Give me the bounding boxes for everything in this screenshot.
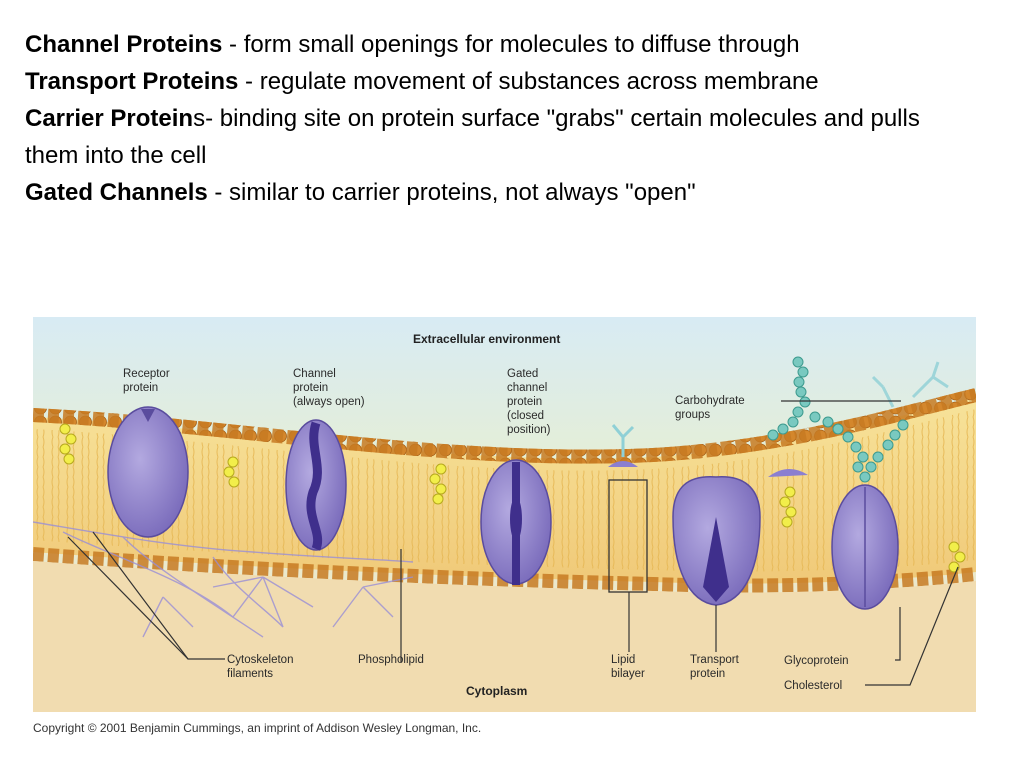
cytoplasm-region xyxy=(33,561,976,712)
label-cholesterol: Cholesterol xyxy=(784,680,842,692)
definition-desc: s- binding site on protein surface "grab… xyxy=(25,105,920,169)
label-gated-4: (closed xyxy=(507,410,544,422)
label-transport-1: Transport xyxy=(690,654,740,666)
label-lipid-bilayer-2: bilayer xyxy=(611,668,645,680)
label-channel-2: protein xyxy=(293,382,328,394)
gated-channel-protein xyxy=(480,459,552,585)
definition-desc: - similar to carrier proteins, not alway… xyxy=(207,179,696,206)
receptor-protein xyxy=(107,406,189,538)
definition-channel-proteins: Channel Proteins - form small openings f… xyxy=(25,26,925,63)
label-transport-2: protein xyxy=(690,668,725,680)
label-receptor-1: Receptor xyxy=(123,368,170,380)
definition-term: Transport Proteins xyxy=(25,68,239,95)
label-cytoskeleton-2: filaments xyxy=(227,668,273,680)
definitions-text: Channel Proteins - form small openings f… xyxy=(25,26,925,211)
definition-desc: - regulate movement of substances across… xyxy=(238,68,819,95)
label-carbohydrate-1: Carbohydrate xyxy=(675,395,745,407)
cell-membrane-diagram: Extracellular environment Cytoplasm Rece… xyxy=(33,317,976,712)
carbohydrate-groups xyxy=(767,356,909,483)
label-lipid-bilayer-1: Lipid xyxy=(611,654,635,666)
peripheral-protein xyxy=(768,468,808,477)
definition-carrier-proteins: Carrier Proteins- binding site on protei… xyxy=(25,100,925,174)
definition-transport-proteins: Transport Proteins - regulate movement o… xyxy=(25,63,925,100)
definition-term: Carrier Protein xyxy=(25,105,194,132)
label-glycoprotein: Glycoprotein xyxy=(784,655,849,667)
glycoprotein xyxy=(831,484,899,610)
definition-term: Channel Proteins xyxy=(25,31,223,58)
label-receptor-2: protein xyxy=(123,382,158,394)
label-channel-1: Channel xyxy=(293,368,336,380)
label-channel-3: (always open) xyxy=(293,396,365,408)
label-cytoplasm: Cytoplasm xyxy=(466,684,527,698)
label-gated-3: protein xyxy=(507,396,542,408)
channel-protein xyxy=(285,419,347,551)
cytoskeleton-filaments xyxy=(33,521,414,638)
cholesterol-molecules xyxy=(59,423,966,573)
definition-gated-channels: Gated Channels - similar to carrier prot… xyxy=(25,174,925,211)
definition-term: Gated Channels xyxy=(25,179,208,206)
leader-lines xyxy=(67,400,959,686)
copyright-notice: Copyright © 2001 Benjamin Cummings, an i… xyxy=(33,721,482,735)
label-gated-5: position) xyxy=(507,424,551,436)
transport-protein xyxy=(672,476,761,606)
definition-desc: - form small openings for molecules to d… xyxy=(222,31,800,58)
lipid-bilayer-box xyxy=(608,479,648,593)
label-gated-2: channel xyxy=(507,382,547,394)
label-gated-1: Gated xyxy=(507,368,538,380)
label-carbohydrate-2: groups xyxy=(675,409,710,421)
label-phospholipid: Phospholipid xyxy=(358,654,424,666)
label-extracellular: Extracellular environment xyxy=(413,332,560,346)
label-cytoskeleton-1: Cytoskeleton xyxy=(227,654,293,666)
glycolipid xyxy=(608,424,638,467)
carbohydrate-tree-right xyxy=(871,361,949,408)
